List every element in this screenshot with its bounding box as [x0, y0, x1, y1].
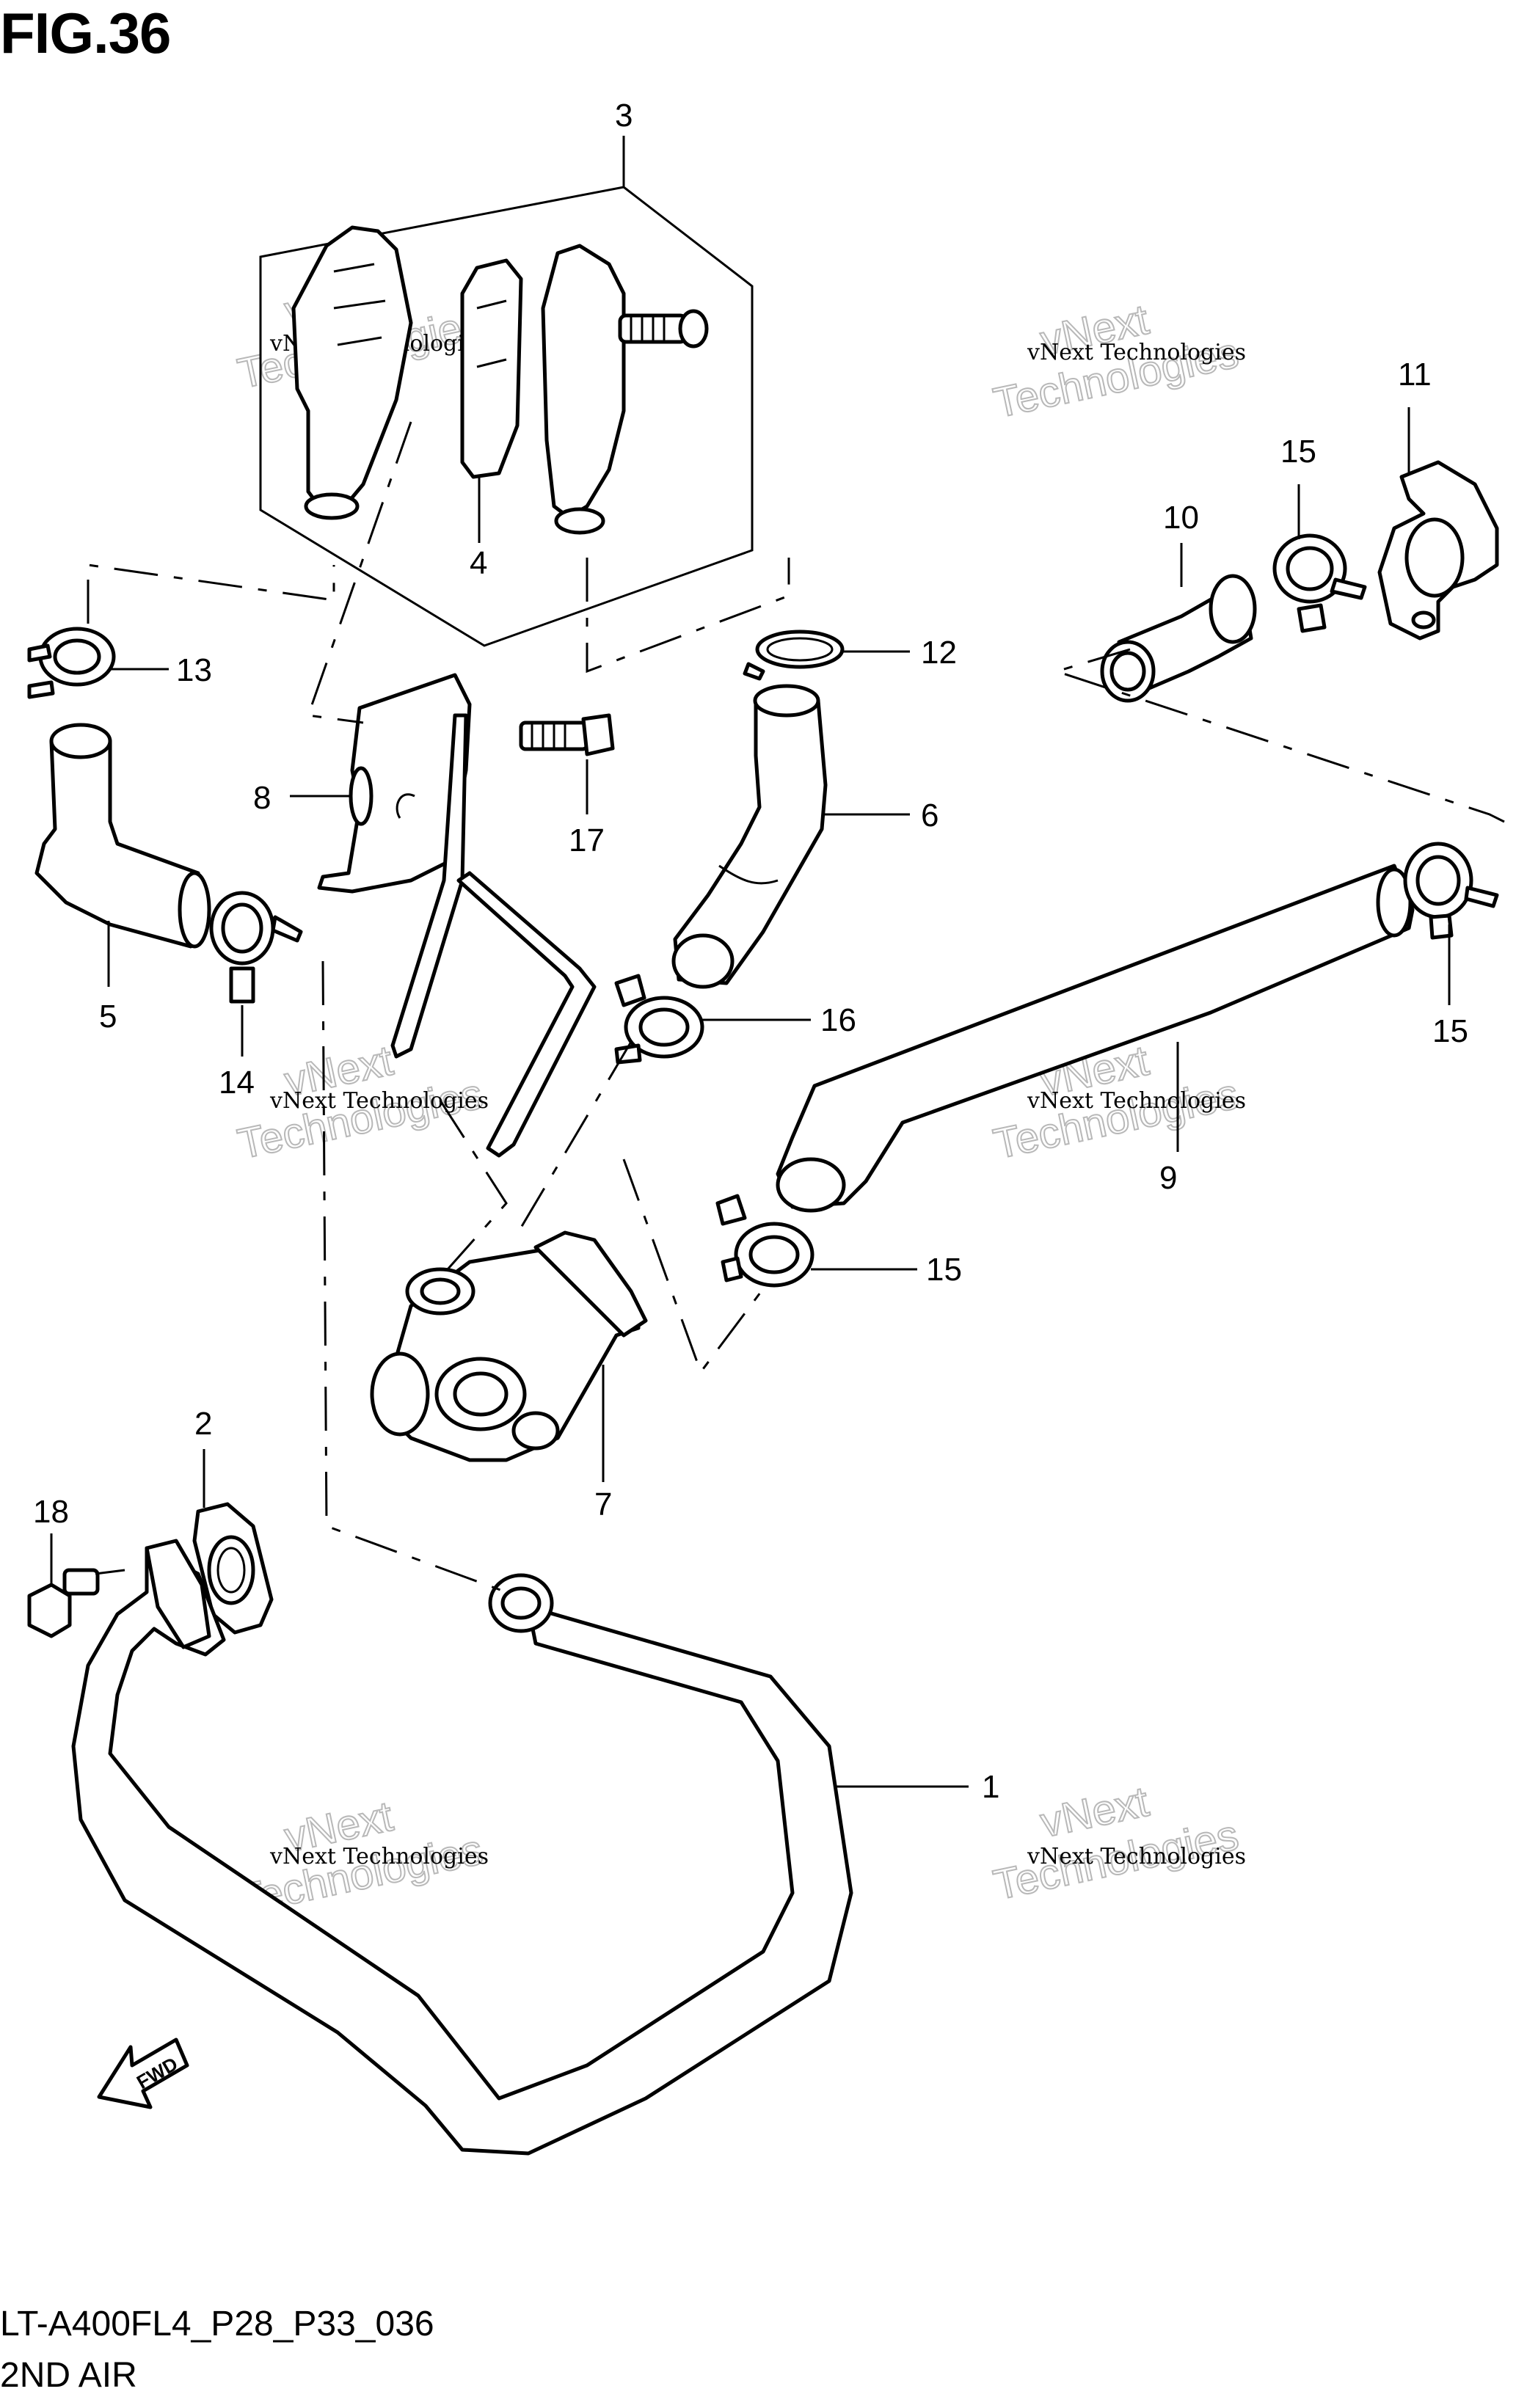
- reed-valve-assembly-outline: [259, 186, 754, 647]
- figure-title: FIG.36: [0, 1, 171, 65]
- leader-lines: [50, 136, 1451, 1788]
- callout-9: 9: [1159, 1160, 1177, 1196]
- callout-17: 17: [569, 822, 605, 858]
- clamp-16: [614, 974, 704, 1065]
- clamp-14: [209, 891, 303, 1004]
- o-ring-12: [743, 630, 845, 681]
- clamp-15-upper: [1272, 533, 1367, 633]
- bracket-tubes: [390, 713, 597, 1158]
- reed-valve-gasket: [460, 258, 523, 479]
- bolt-18: [27, 1568, 100, 1638]
- air-control-valve: [370, 1230, 648, 1462]
- reed-valve-body: [291, 225, 413, 520]
- clamp-15-right: [1403, 842, 1499, 940]
- callout-16: 16: [820, 1002, 856, 1038]
- gasket-2: [192, 1502, 274, 1635]
- callout-15-lower: 15: [926, 1252, 962, 1288]
- watermark-text-2: vNext Technologies: [1027, 340, 1246, 365]
- callout-8: 8: [253, 780, 271, 816]
- callout-7: 7: [594, 1486, 612, 1522]
- callout-labels: 3 4 13 12 11 15 10 8 17 6 5 14 16 15 9 1…: [33, 98, 1468, 1805]
- callout-15-right: 15: [1432, 1013, 1468, 1049]
- callout-10: 10: [1163, 500, 1199, 536]
- watermark-bottom-right: vNext Technologies: [989, 1777, 1244, 1911]
- watermark-text-6: vNext Technologies: [1027, 1844, 1246, 1869]
- callout-14: 14: [219, 1065, 255, 1101]
- reed-valve-cover: [541, 244, 626, 535]
- hose-9: [776, 864, 1415, 1213]
- clamp-15-lower: [715, 1194, 815, 1288]
- fwd-arrow-icon: FWD: [97, 2037, 189, 2109]
- callout-4: 4: [470, 545, 487, 581]
- callout-1: 1: [982, 1769, 999, 1805]
- callout-11: 11: [1398, 357, 1432, 393]
- callout-15-upper: 15: [1280, 434, 1316, 470]
- callout-2: 2: [194, 1406, 212, 1442]
- connector-lines: [87, 421, 1505, 1594]
- watermark-top-right: vNext Technologies: [989, 295, 1244, 428]
- watermark-text-4: vNext Technologies: [1027, 1088, 1246, 1114]
- callout-6: 6: [921, 798, 939, 833]
- bracket: [317, 673, 472, 894]
- watermark-text-3: vNext Technologies: [269, 1088, 489, 1114]
- fitting-10: [1100, 574, 1257, 703]
- pipe-1: [71, 1539, 853, 2156]
- hose-11: [1377, 460, 1499, 641]
- diagram-code: LT-A400FL4_P28_P33_036: [0, 2305, 434, 2343]
- clamp-13: [27, 627, 116, 699]
- callout-18: 18: [33, 1494, 69, 1530]
- callout-12: 12: [921, 635, 957, 671]
- hose-6: [671, 684, 828, 989]
- bolt-17: [519, 713, 615, 756]
- reed-valve-bolt: [618, 309, 709, 349]
- hose-5: [34, 723, 211, 949]
- callout-13: 13: [176, 652, 212, 688]
- callout-5: 5: [99, 999, 117, 1035]
- watermark-text-5: vNext Technologies: [269, 1844, 489, 1869]
- callout-3: 3: [615, 98, 633, 134]
- diagram-name: 2ND AIR: [0, 2356, 137, 2395]
